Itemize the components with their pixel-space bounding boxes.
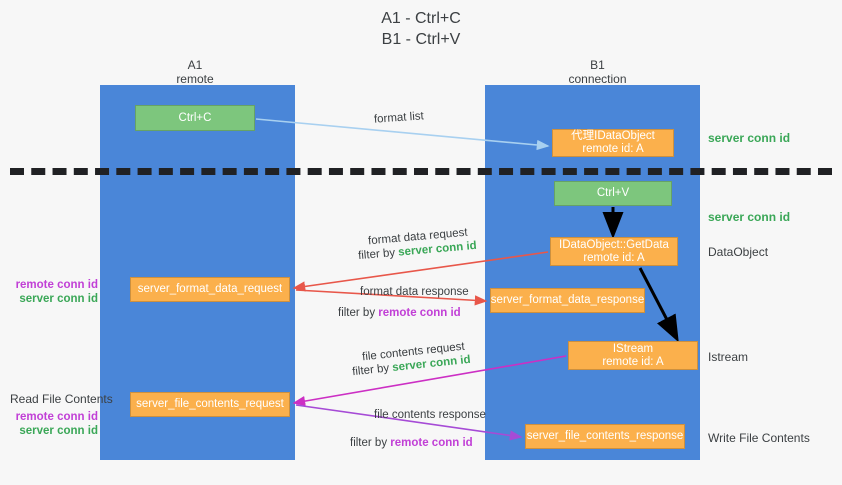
- node-ctrl-v-label: Ctrl+V: [596, 187, 630, 199]
- left-remote-conn-id-1: remote conn id: [15, 279, 98, 291]
- left-label-read-file-contents: Read File Contents: [10, 392, 113, 406]
- node-ctrl-v[interactable]: Ctrl+V: [554, 181, 672, 206]
- filter-remote-conn-id-2: remote conn id: [390, 437, 473, 449]
- node-ctrl-c[interactable]: Ctrl+C: [135, 105, 255, 131]
- side-label-istream: Istream: [708, 350, 749, 364]
- column-header-a1: A1 remote: [130, 58, 260, 86]
- filter-by-text-3: filter by: [351, 362, 393, 379]
- phase-divider: [10, 168, 832, 175]
- node-data-object-title: 代理IDataObject: [571, 130, 655, 142]
- column-a1-name: A1: [187, 58, 203, 72]
- column-b1-name: B1: [590, 58, 605, 72]
- left-label-conn-ids-format: remote conn id server conn id: [10, 278, 98, 306]
- filter-by-text-1: filter by: [357, 246, 399, 263]
- side-label-server-conn-id-top: server conn id: [708, 131, 791, 145]
- arrow-label-format-data-response: format data response: [360, 286, 469, 298]
- node-data-object-remote-id: remote id: A: [582, 143, 644, 155]
- node-getdata-title: IDataObject::GetData: [559, 238, 669, 251]
- node-server-format-data-response[interactable]: server_format_data_response: [490, 288, 645, 313]
- arrow-label-file-contents-response: file contents response: [374, 409, 486, 421]
- node-istream[interactable]: IStream remote id: A: [568, 341, 698, 370]
- node-data-object-proxy[interactable]: 代理IDataObject remote id: A: [552, 129, 674, 157]
- side-label-dataobject: DataObject: [708, 245, 769, 259]
- node-ctrl-c-label: Ctrl+C: [178, 111, 212, 124]
- side-label-write-file-contents: Write File Contents: [708, 431, 810, 445]
- left-server-conn-id-1: server conn id: [19, 293, 98, 305]
- column-b1-sub: connection: [568, 72, 627, 86]
- left-label-conn-ids-file: remote conn id server conn id: [10, 410, 98, 438]
- node-sfcreq-label: server_file_contents_request: [136, 398, 284, 410]
- node-server-file-contents-request[interactable]: server_file_contents_request: [130, 392, 290, 417]
- column-a1-sub: remote: [176, 72, 214, 86]
- node-server-format-data-request[interactable]: server_format_data_request: [130, 277, 290, 302]
- filter-by-text-4: filter by: [350, 437, 391, 449]
- node-istream-title: IStream: [612, 342, 654, 355]
- node-sfdresp-label: server_format_data_response: [490, 294, 645, 306]
- node-sfcresp-label: server_file_contents_response: [526, 430, 684, 442]
- left-server-conn-id-2: server conn id: [19, 425, 98, 437]
- arrow-label-format-data-response-filter: filter by remote conn id: [338, 306, 461, 321]
- page-title: A1 - Ctrl+C B1 - Ctrl+V: [0, 8, 842, 50]
- node-istream-remote-id: remote id: A: [602, 355, 664, 368]
- title-line-1: A1 - Ctrl+C: [381, 10, 461, 27]
- filter-by-text-2: filter by: [338, 307, 379, 319]
- side-label-server-conn-id-mid: server conn id: [708, 210, 791, 224]
- arrow-label-file-contents-response-filter: filter by remote conn id: [350, 436, 473, 451]
- node-getdata[interactable]: IDataObject::GetData remote id: A: [550, 237, 678, 266]
- node-server-file-contents-response[interactable]: server_file_contents_response: [525, 424, 685, 449]
- column-header-b1: B1 connection: [525, 58, 670, 86]
- title-line-2: B1 - Ctrl+V: [381, 31, 461, 48]
- arrow-label-format-list: format list: [373, 110, 425, 126]
- node-sfdreq-label: server_format_data_request: [137, 283, 283, 295]
- filter-remote-conn-id-1: remote conn id: [378, 307, 461, 319]
- node-getdata-remote-id: remote id: A: [583, 251, 645, 264]
- left-remote-conn-id-2: remote conn id: [15, 411, 98, 423]
